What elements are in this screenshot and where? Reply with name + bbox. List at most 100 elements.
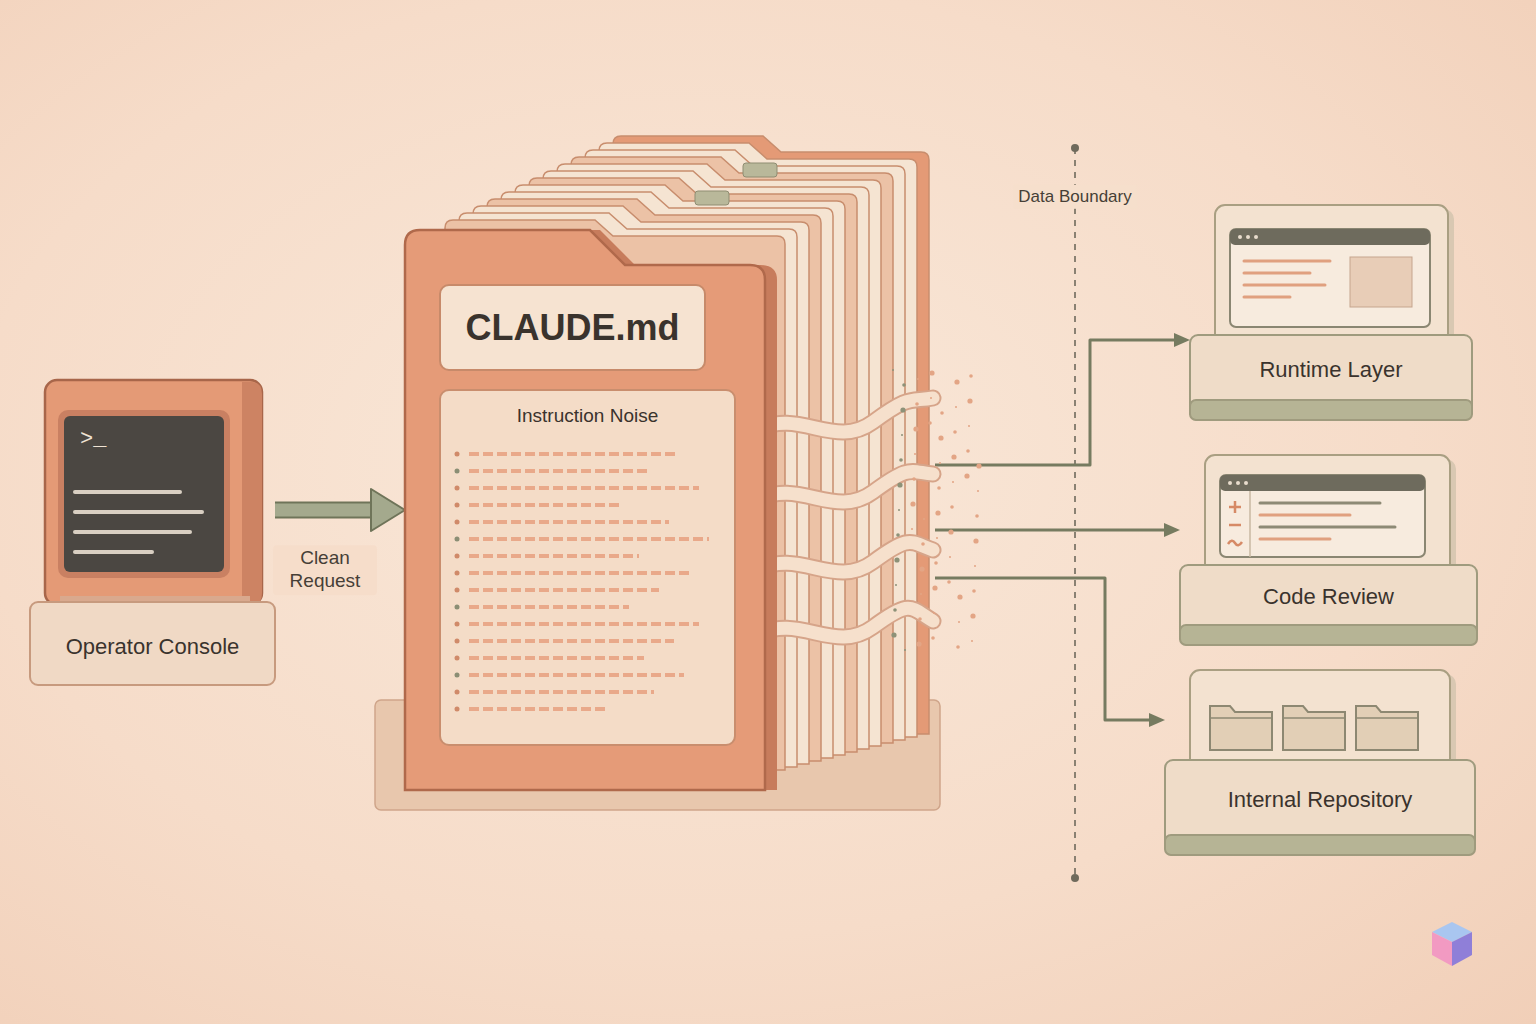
noise-particle [913, 426, 918, 431]
edge-label: Clean Request [273, 545, 377, 595]
screen-bezel [58, 410, 230, 578]
ribbon [757, 542, 933, 572]
node-label: Code Review [1263, 584, 1394, 609]
text-slot: Runtime Layer [1190, 341, 1472, 399]
code-line [1260, 526, 1395, 529]
connector-line [935, 529, 1168, 532]
noise-particle [896, 533, 900, 537]
content-line [1244, 260, 1330, 263]
noise-dot [455, 690, 460, 695]
noise-line [469, 622, 699, 626]
content-line [1244, 296, 1290, 299]
window-dot [1228, 481, 1232, 485]
noise-particle [911, 528, 913, 530]
connector [935, 530, 1168, 531]
noise-panel [440, 390, 735, 745]
noise-particle [936, 537, 938, 539]
noise-particle [970, 613, 975, 618]
folder-icon [1283, 706, 1345, 750]
card-face [1215, 205, 1448, 355]
noise-line [469, 503, 619, 507]
window-dot [1236, 481, 1240, 485]
folder-icon-line [1283, 717, 1345, 719]
target-box: Internal Repository [1165, 670, 1475, 855]
boundary-end-dot [1071, 874, 1079, 882]
noise-line [469, 571, 689, 575]
ribbon-outline [757, 398, 933, 432]
terminal-line [75, 490, 180, 494]
file-stack-node: CLAUDE.mdInstruction Noise [405, 120, 935, 790]
node-label: Internal Repository [1228, 787, 1413, 812]
noise-particle [917, 378, 919, 380]
noise-dot [455, 520, 460, 525]
base-band [1190, 400, 1472, 420]
cube-face [1432, 932, 1452, 966]
noise-particle [933, 612, 935, 614]
noise-line [469, 656, 644, 660]
tilde-symbol [1228, 541, 1242, 546]
node-label: Operator Console [66, 634, 240, 659]
node-shape [1165, 670, 1475, 855]
noise-particle [894, 557, 899, 562]
noise-particle [921, 542, 925, 546]
noise-dot [455, 707, 460, 712]
text-slot: Internal Repository [1165, 764, 1475, 835]
folder-tab [695, 191, 729, 205]
ribbon [757, 608, 933, 637]
noise-particle [898, 509, 900, 511]
ribbon-outline [757, 608, 933, 637]
card-base [1190, 335, 1472, 420]
noise-dot [455, 588, 460, 593]
noise-dot [455, 639, 460, 644]
noise-particle [953, 430, 957, 434]
noise-particle [950, 505, 954, 509]
window-dot [1238, 235, 1242, 239]
code-line [1260, 538, 1330, 541]
noise-particle [912, 477, 916, 481]
target-box: Runtime Layer [1190, 205, 1472, 420]
noise-particle [901, 434, 903, 436]
noise-particle [930, 397, 932, 399]
noise-particle [949, 556, 951, 558]
watermark-cube [1432, 922, 1472, 966]
noise-line [469, 639, 674, 643]
noise-dot [455, 537, 460, 542]
window-frame [1230, 229, 1430, 327]
noise-particle [973, 538, 978, 543]
noise-particle [892, 369, 894, 371]
window-dot [1244, 481, 1248, 485]
connector-line [275, 504, 375, 517]
noise-particle [919, 566, 924, 571]
noise-particle [955, 406, 957, 408]
noise-particle [954, 379, 959, 384]
noise-dot [455, 469, 460, 474]
ribbon [757, 398, 933, 432]
noise-particle [915, 402, 919, 406]
terminal-line [75, 530, 190, 534]
noise-line [469, 690, 654, 694]
noise-particle [977, 490, 979, 492]
terminal-line [75, 510, 202, 514]
console-base [30, 602, 275, 685]
noise-particle [923, 518, 925, 520]
noise-dot [455, 503, 460, 508]
terminal-line [75, 550, 152, 554]
content-line [1244, 284, 1325, 287]
noise-particle [976, 463, 981, 468]
noise-dot [455, 605, 460, 610]
noise-particle [935, 510, 940, 515]
noise-dot [455, 656, 460, 661]
noise-particle [940, 411, 944, 415]
connector-line [935, 578, 1153, 720]
boundary-label: Data Boundary [1013, 185, 1136, 209]
node-label: Instruction Noise [517, 405, 659, 427]
noise-particle [972, 589, 976, 593]
noise-particle [902, 383, 906, 387]
node-shape [405, 120, 935, 790]
noise-particle [957, 594, 962, 599]
ribbon-outline [757, 471, 933, 502]
terminal-screen [64, 416, 224, 572]
noise-line [469, 452, 679, 456]
noise-line [469, 673, 684, 677]
